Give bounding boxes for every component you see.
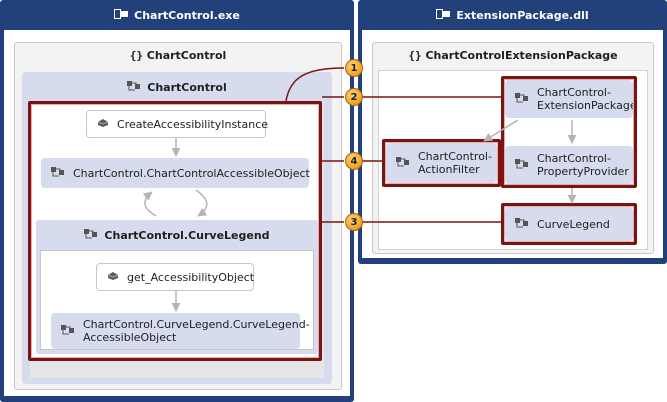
class-label-line1: ChartControl.CurveLegend.CurveLegend- xyxy=(83,318,310,331)
method-icon xyxy=(97,118,109,131)
class-label-line2: AccessibleObject xyxy=(83,331,177,344)
nested-class-title-row: ChartControl.CurveLegend xyxy=(36,227,318,243)
class-curvelegend[interactable]: CurveLegend xyxy=(505,207,633,241)
class-label: ChartControl- ExtensionPackage xyxy=(537,86,637,112)
arrow-package-to-action-filter xyxy=(483,119,519,142)
class-label-line1: ChartControl- xyxy=(418,150,492,163)
method-get-accessibility-object[interactable]: get_AccessibilityObject xyxy=(96,263,254,291)
method-label: CreateAccessibilityInstance xyxy=(117,117,269,131)
class-icon xyxy=(127,80,141,95)
callout-line-1 xyxy=(285,67,345,102)
assembly-icon xyxy=(114,8,129,22)
class-curvelegend-accessible-object[interactable]: ChartControl.CurveLegend.CurveLegend- Ac… xyxy=(51,313,310,349)
highlight-extension-and-provider xyxy=(501,76,637,188)
class-label-line2: PropertyProvider xyxy=(537,165,629,178)
callout-3: 3 xyxy=(345,213,363,231)
class-icon xyxy=(396,156,410,171)
class-label-line1: ChartControl- xyxy=(537,152,611,165)
class-chartcontrol-action-filter[interactable]: ChartControl- ActionFilter xyxy=(386,143,497,183)
class-label: ChartControl.ChartControlAccessibleObjec… xyxy=(73,166,310,180)
class-icon xyxy=(515,92,529,107)
class-label: ChartControl.CurveLegend.CurveLegend- Ac… xyxy=(83,318,310,344)
assembly-title-bar: ChartControl.exe xyxy=(0,0,354,30)
class-icon xyxy=(515,158,529,173)
callout-1: 1 xyxy=(345,59,363,77)
class-chartcontrol-property-provider[interactable]: ChartControl- PropertyProvider xyxy=(505,146,633,184)
assembly-title-bar: ExtensionPackage.dll xyxy=(358,0,667,30)
class-icon xyxy=(515,217,529,232)
arrow-curvelegend-to-accessible xyxy=(142,191,157,217)
method-icon xyxy=(107,271,119,284)
assembly-title: ChartControl.exe xyxy=(134,8,240,22)
class-icon xyxy=(61,324,75,339)
class-icon xyxy=(84,228,98,243)
arrow-accessible-to-curvelegend xyxy=(195,189,208,217)
namespace-title-row: {} ChartControlExtensionPackage xyxy=(373,49,653,65)
method-label: get_AccessibilityObject xyxy=(127,270,255,284)
highlight-chartcontrol-class xyxy=(28,101,322,361)
namespace-title-row: {} ChartControl xyxy=(15,49,341,65)
highlight-curvelegend xyxy=(501,203,637,245)
namespace-icon: {} xyxy=(129,49,143,62)
class-label-line2: ExtensionPackage xyxy=(537,99,637,112)
class-title: ChartControl xyxy=(147,80,227,94)
callout-2: 2 xyxy=(345,88,363,106)
assembly-title: ExtensionPackage.dll xyxy=(456,8,589,22)
class-chartcontrol-extension-package[interactable]: ChartControl- ExtensionPackage xyxy=(505,80,637,118)
class-label-line2: ActionFilter xyxy=(418,163,480,176)
class-label: CurveLegend xyxy=(537,217,610,231)
assembly-icon xyxy=(436,8,451,22)
class-label: ChartControl- PropertyProvider xyxy=(537,152,629,178)
callout-4: 4 xyxy=(345,152,363,170)
namespace-icon: {} xyxy=(408,49,422,62)
class-icon xyxy=(51,166,65,181)
method-create-accessibility-instance[interactable]: CreateAccessibilityInstance xyxy=(86,110,269,138)
class-title-row: ChartControl xyxy=(22,79,332,95)
class-label: ChartControl- ActionFilter xyxy=(418,150,492,176)
nested-class-title: ChartControl.CurveLegend xyxy=(104,228,270,242)
namespace-title: ChartControlExtensionPackage xyxy=(425,49,618,62)
class-label-line1: ChartControl- xyxy=(537,86,611,99)
highlight-action-filter xyxy=(382,139,501,187)
namespace-title: ChartControl xyxy=(146,49,227,62)
class-chartcontrol-accessible-object[interactable]: ChartControl.ChartControlAccessibleObjec… xyxy=(41,158,310,188)
